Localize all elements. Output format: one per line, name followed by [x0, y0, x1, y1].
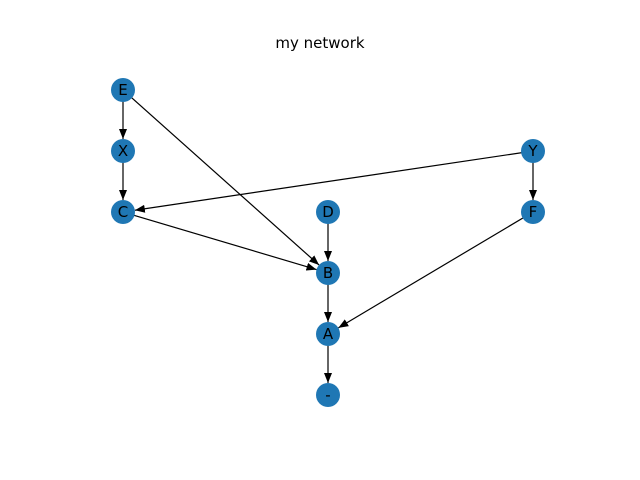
- node-circle: [316, 322, 340, 346]
- node-label: F: [529, 203, 538, 221]
- node-label: E: [118, 81, 127, 99]
- edge-c-to-b: [122, 211, 317, 271]
- node-circle: [521, 200, 545, 224]
- node-c: C: [111, 200, 135, 224]
- node-label: -: [325, 386, 330, 404]
- node-circle: [111, 139, 135, 163]
- node-dash: -: [316, 383, 340, 407]
- node-e: E: [111, 78, 135, 102]
- node-label: B: [323, 264, 333, 282]
- node-label: Y: [527, 142, 538, 160]
- nodes-layer: E X C Y F D B A -: [111, 78, 545, 407]
- node-circle: [521, 139, 545, 163]
- node-f: F: [521, 200, 545, 224]
- node-label: D: [322, 203, 334, 221]
- node-circle: [316, 383, 340, 407]
- node-label: X: [118, 142, 128, 160]
- node-circle: [316, 200, 340, 224]
- diagram-title: my network: [275, 34, 365, 52]
- node-circle: [316, 261, 340, 285]
- node-label: A: [323, 325, 334, 343]
- node-d: D: [316, 200, 340, 224]
- node-label: C: [118, 203, 128, 221]
- node-x: X: [111, 139, 135, 163]
- node-a: A: [316, 322, 340, 346]
- edge-y-to-c: [134, 150, 534, 213]
- node-b: B: [316, 261, 340, 285]
- edge-f-to-a: [338, 211, 534, 329]
- node-circle: [111, 78, 135, 102]
- node-circle: [111, 200, 135, 224]
- edge-e-to-b: [122, 89, 320, 266]
- node-y: Y: [521, 139, 545, 163]
- edges-layer: [119, 89, 537, 383]
